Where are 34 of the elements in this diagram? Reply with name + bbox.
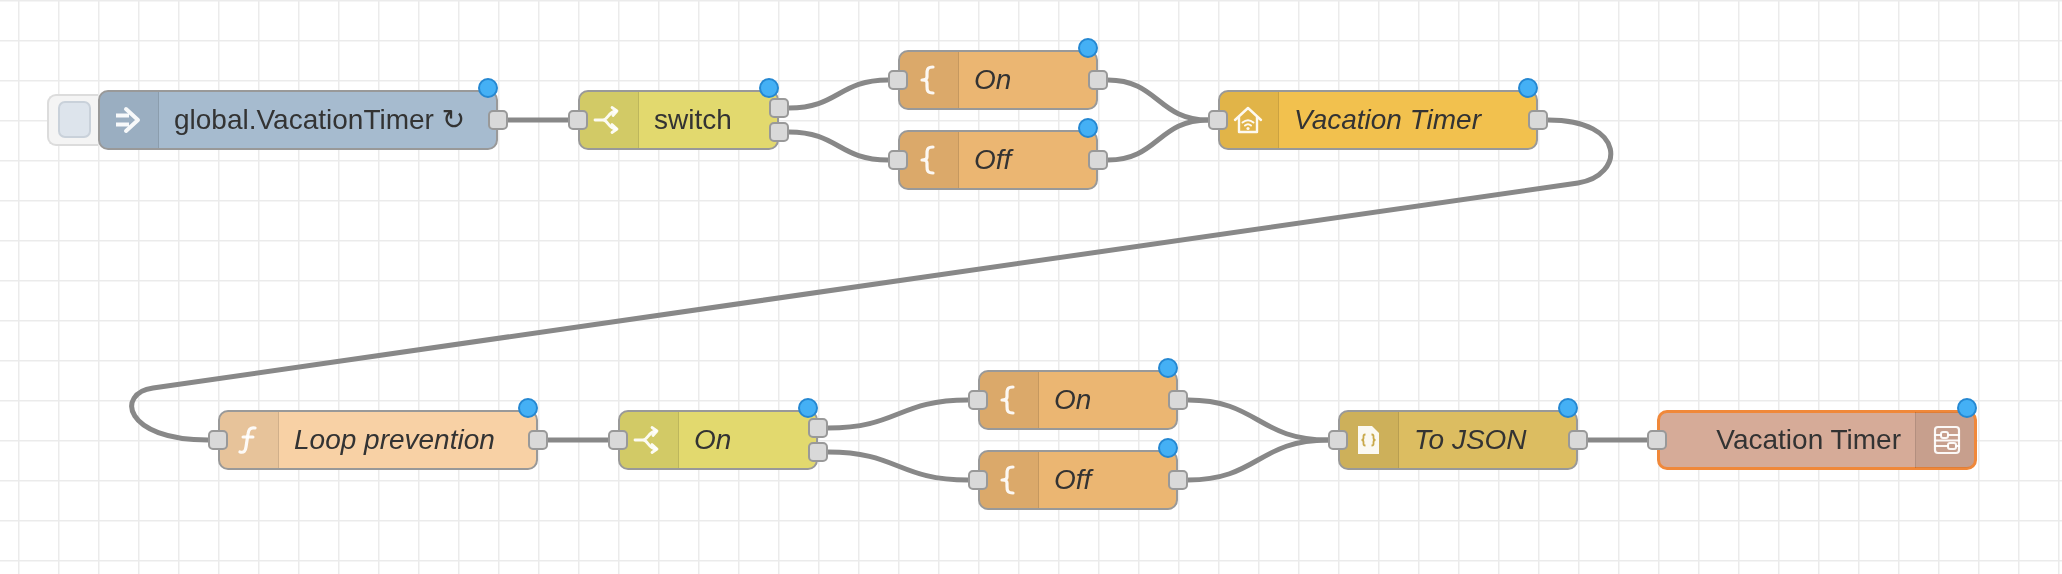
wire: [508, 117, 568, 123]
node-label: Vacation Timer: [1294, 103, 1481, 137]
wire: [129, 117, 1612, 443]
wire: [1107, 77, 1209, 123]
switch-node: [608, 410, 828, 470]
wire: [548, 437, 608, 443]
output-node: [1647, 410, 1977, 470]
node-label: To JSON: [1414, 423, 1527, 457]
node-label: On: [694, 423, 732, 457]
inject-node: [98, 90, 508, 150]
wire: [827, 397, 969, 431]
template-node: [968, 450, 1188, 510]
wire: [788, 129, 889, 163]
template-node: [888, 50, 1108, 110]
node-label: Off: [1054, 463, 1092, 497]
wire: [1187, 437, 1329, 483]
node-label: global.VacationTimer ↻: [174, 103, 466, 137]
node-label: On: [1054, 383, 1092, 417]
template-node: [888, 130, 1108, 190]
wire: [827, 449, 969, 483]
wire: [788, 77, 889, 111]
wire: [1107, 117, 1209, 163]
template-node: [968, 370, 1188, 430]
wire: [1588, 437, 1647, 443]
node-label: Loop prevention: [294, 423, 495, 457]
node-label: Off: [974, 143, 1012, 177]
json-node: [1328, 410, 1588, 470]
node-label: switch: [654, 103, 732, 137]
node-label: On: [974, 63, 1012, 97]
home-device-node: [1208, 90, 1548, 150]
node-label: Vacation Timer: [1716, 423, 1901, 457]
function-node: [208, 410, 548, 470]
wire: [1187, 397, 1329, 443]
switch-node: [568, 90, 789, 150]
